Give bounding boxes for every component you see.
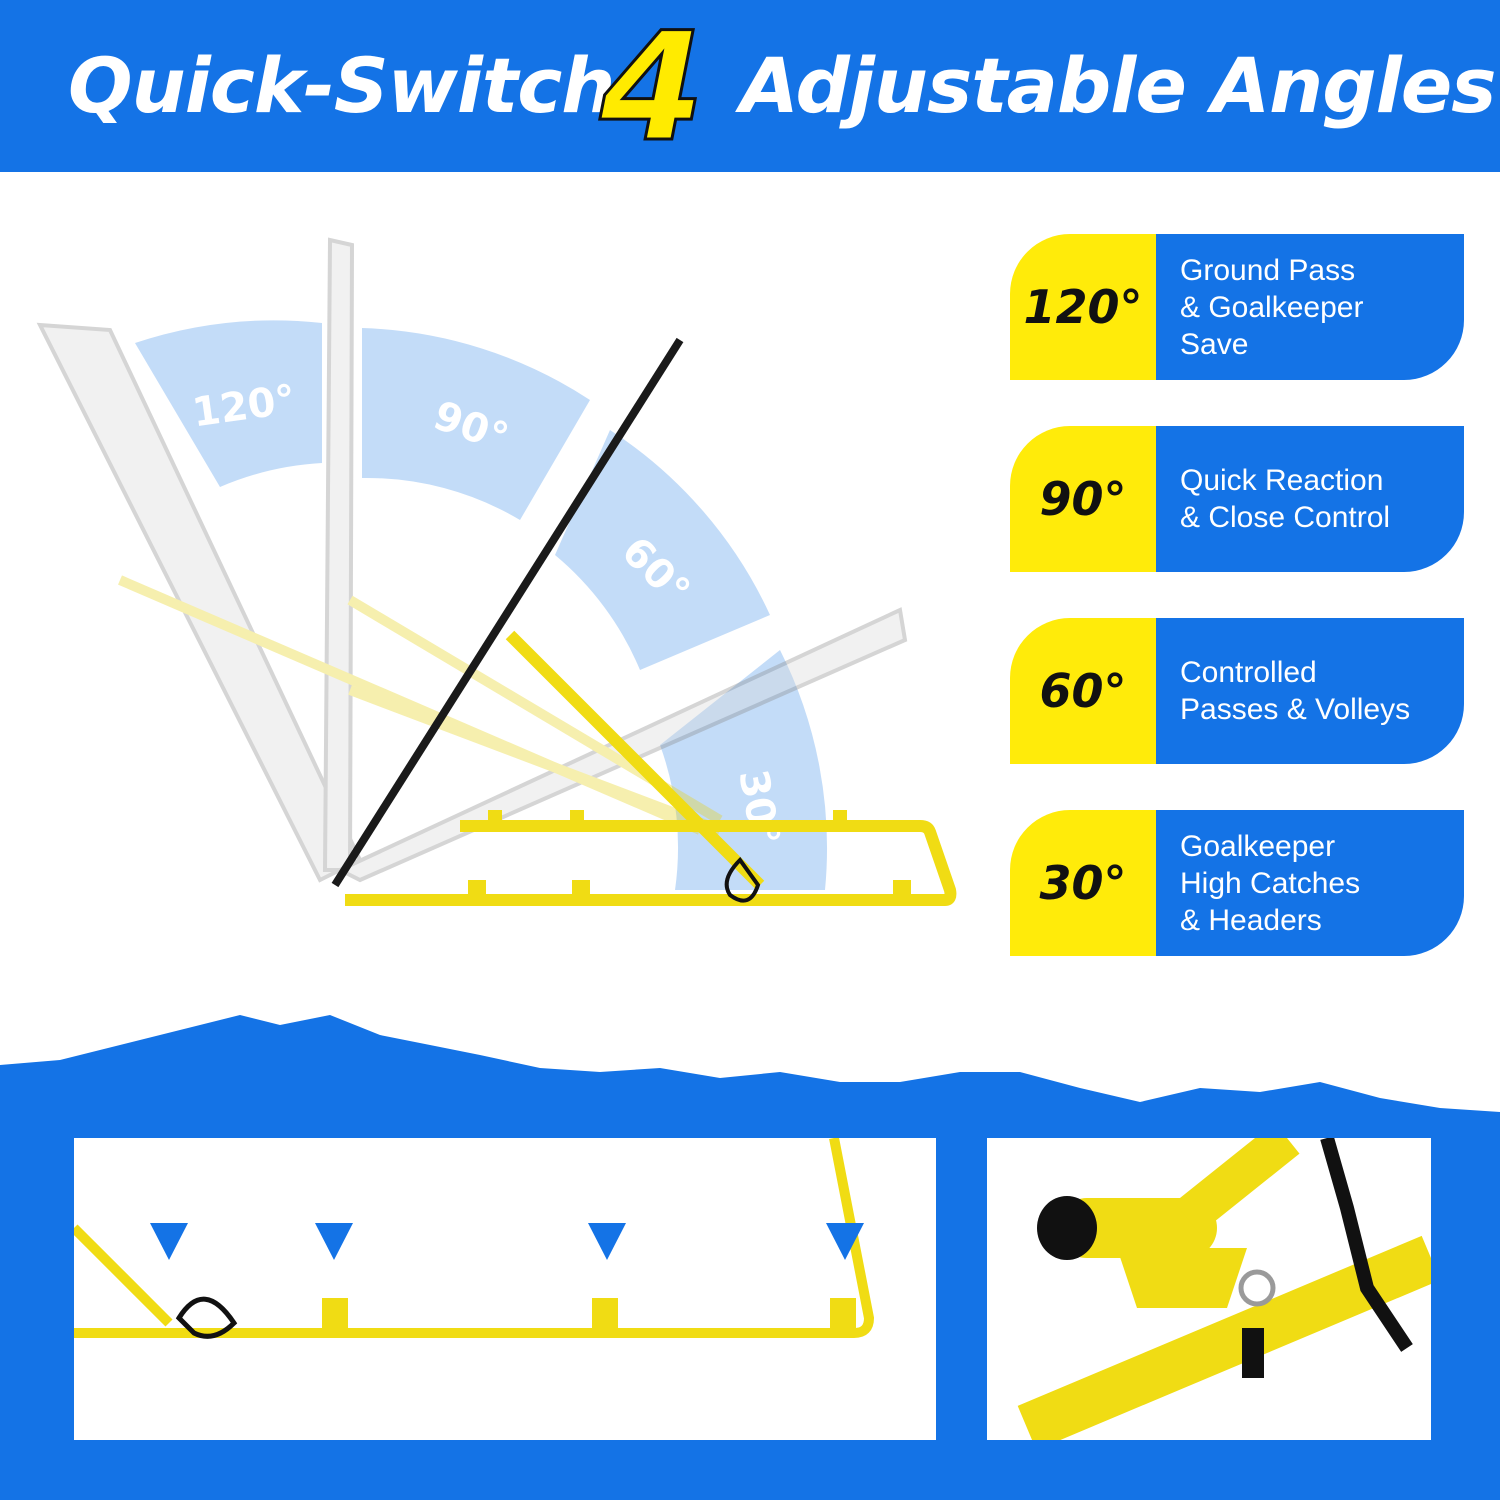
active-frame-bar <box>331 337 684 888</box>
card-text-bg: Goalkeeper High Catches & Headers <box>1156 810 1464 956</box>
marker-triangle <box>150 1223 188 1260</box>
card-angle-bg <box>1010 426 1156 572</box>
card-line: High Catches <box>1180 866 1361 900</box>
base-hooks <box>468 810 911 900</box>
card-line: Ground Pass <box>1180 253 1356 287</box>
base-frame-closeup-illustration <box>74 1138 875 1339</box>
card-angle: 30° <box>1039 856 1127 910</box>
card-angle-bg <box>1010 234 1156 380</box>
angle-card-30: 30° Goalkeeper High Catches & Headers <box>1010 810 1464 956</box>
card-description: Controlled Passes & Volleys <box>1180 618 1460 764</box>
card-line: Quick Reaction <box>1180 464 1384 497</box>
support-arm <box>505 630 765 890</box>
arc-90 <box>362 328 590 520</box>
card-description: Ground Pass & Goalkeeper Save <box>1180 234 1460 380</box>
hinge-closeup-photo <box>987 1138 1431 1440</box>
marker-triangle <box>826 1223 864 1260</box>
angle-card-90: 90° Quick Reaction & Close Control <box>1010 426 1464 572</box>
base-frame-closeup-photo <box>74 1138 936 1440</box>
rebounder-angle-illustration: 120° 90° 60° 30° <box>36 237 957 906</box>
marker-triangle <box>315 1223 353 1260</box>
title-left: Quick-Switch <box>68 41 615 130</box>
header-banner: Quick-Switch 4 Adjustable Angles <box>0 0 1500 172</box>
title-number: 4 <box>598 1 705 175</box>
card-angle: 60° <box>1039 664 1127 718</box>
card-description: Quick Reaction & Close Control <box>1180 426 1460 572</box>
title-right: Adjustable Angles <box>740 41 1497 130</box>
arc-120 <box>135 320 322 487</box>
card-line: Goalkeeper <box>1180 829 1336 863</box>
card-line: Passes & Volleys <box>1180 693 1411 726</box>
angle-card-120: 120° Ground Pass & Goalkeeper Save <box>1010 234 1464 380</box>
card-angle: 120° <box>1023 280 1143 334</box>
marker-triangle <box>588 1223 626 1260</box>
base-frame <box>345 820 957 906</box>
card-angle-bg <box>1010 618 1156 764</box>
strap <box>724 856 761 903</box>
card-angle: 90° <box>1039 472 1127 526</box>
card-line: Save <box>1180 327 1249 361</box>
card-line: & Close Control <box>1180 501 1391 534</box>
card-text-bg: Controlled Passes & Volleys <box>1156 618 1464 764</box>
angle-card-60: 60° Controlled Passes & Volleys <box>1010 618 1464 764</box>
card-angle-bg <box>1010 810 1156 956</box>
arc-60 <box>555 430 770 670</box>
hinge-closeup-illustration <box>1017 1138 1431 1440</box>
card-line: & Goalkeeper <box>1180 290 1364 324</box>
card-text-bg: Ground Pass & Goalkeeper Save <box>1156 234 1464 380</box>
card-text-bg: Quick Reaction & Close Control <box>1156 426 1464 572</box>
card-description: Goalkeeper High Catches & Headers <box>1180 810 1460 956</box>
card-line: & Headers <box>1180 903 1322 937</box>
card-line: Controlled <box>1180 656 1317 689</box>
